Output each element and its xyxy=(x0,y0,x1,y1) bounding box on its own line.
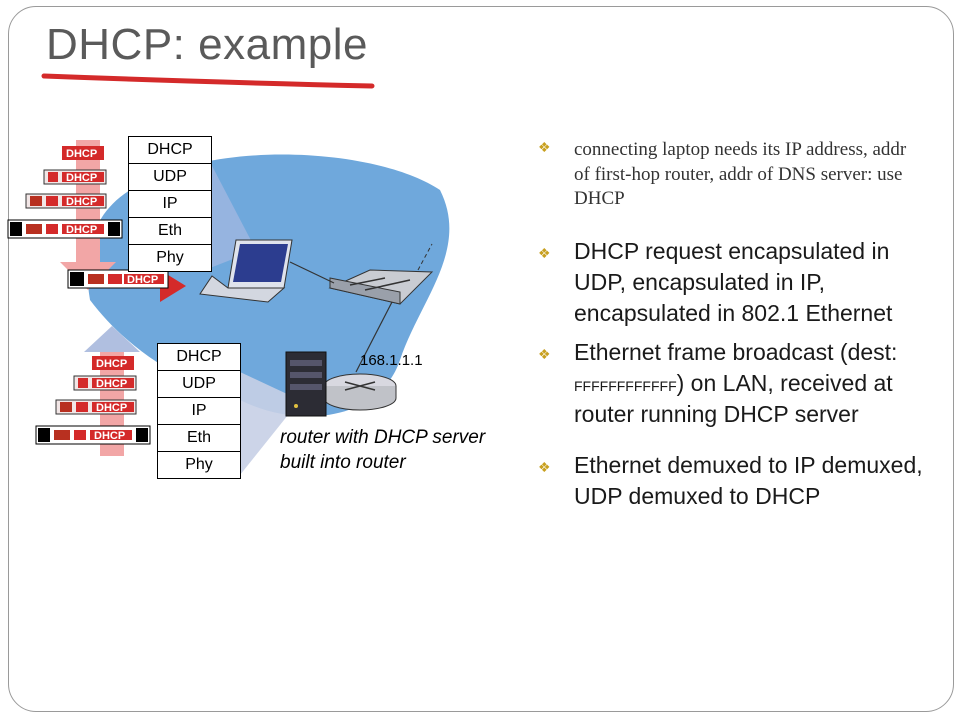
switch-uplink xyxy=(417,243,433,271)
client-frames: DHCP DHCP DHCP DHCP xyxy=(7,146,169,289)
frame-label: DHCP xyxy=(127,274,158,286)
stack-layer-udp: UDP xyxy=(129,164,211,191)
frame-label: DHCP xyxy=(66,172,97,184)
stack-layer-ip: IP xyxy=(158,398,240,425)
frame-label: DHCP xyxy=(66,224,97,236)
server-protocol-stack: DHCP UDP IP Eth Phy xyxy=(157,343,241,479)
laptop-switch-link xyxy=(289,261,335,284)
bullet-item: ❖ Ethernet frame broadcast (dest: FFFFFF… xyxy=(536,337,926,430)
frame-dhcp: DHCP xyxy=(62,146,104,160)
stack-layer-dhcp: DHCP xyxy=(129,137,211,164)
bullet-item: ❖ DHCP request encapsulated in UDP, enca… xyxy=(536,236,926,329)
client-protocol-stack: DHCP UDP IP Eth Phy xyxy=(128,136,212,272)
stack-layer-udp: UDP xyxy=(158,371,240,398)
bullet-text: Ethernet demuxed to IP demuxed, UDP demu… xyxy=(574,452,923,510)
frame-eth: DHCP xyxy=(7,219,123,239)
stack-layer-dhcp: DHCP xyxy=(158,344,240,371)
stack-layer-phy: Phy xyxy=(185,456,213,473)
frame-dhcp: DHCP xyxy=(92,356,134,370)
server-stack-funnel xyxy=(240,372,300,475)
frame-udp: DHCP xyxy=(43,169,107,185)
bullet-text: connecting laptop needs its IP address, … xyxy=(574,139,907,210)
stack-layer-phy: Phy xyxy=(156,249,184,266)
router-ip-label: 168.1.1.1 xyxy=(360,352,423,369)
frame-label: DHCP xyxy=(66,196,97,208)
frame-eth: DHCP xyxy=(35,425,151,445)
bullet-text-post: ) on LAN, received at router running DHC… xyxy=(574,370,893,428)
bullet-text: DHCP request encapsulated in UDP, encaps… xyxy=(574,238,893,327)
server-icon xyxy=(285,351,327,417)
frame-label: DHCP xyxy=(66,148,97,160)
stack-layer-eth: Eth xyxy=(129,218,211,245)
switch-router-link xyxy=(355,301,393,373)
bullet-item: ❖ connecting laptop needs its IP address… xyxy=(536,138,926,212)
up-arrow-head xyxy=(84,326,140,352)
frame-phy: DHCP xyxy=(67,269,169,289)
diamond-bullet-icon: ❖ xyxy=(538,245,551,262)
laptop-icon xyxy=(199,239,293,303)
diamond-bullet-icon: ❖ xyxy=(538,141,551,156)
bullet-list: ❖ connecting laptop needs its IP address… xyxy=(536,138,926,512)
stack-layer-ip: IP xyxy=(129,191,211,218)
frame-ip: DHCP xyxy=(25,193,107,209)
broadcast-mac-address: FFFFFFFFFFFF xyxy=(574,378,677,395)
frame-ip: DHCP xyxy=(55,399,137,415)
bullet-item: ❖ Ethernet demuxed to IP demuxed, UDP de… xyxy=(536,450,926,512)
title-underline xyxy=(41,73,375,89)
server-frames: DHCP DHCP DHCP DHCP xyxy=(35,356,151,445)
frame-label: DHCP xyxy=(96,402,127,414)
router-caption: router with DHCP server built into route… xyxy=(280,427,486,473)
slide-title: DHCP: example xyxy=(46,20,368,69)
frame-udp: DHCP xyxy=(73,375,137,391)
bullet-text-pre: Ethernet frame broadcast (dest: xyxy=(574,339,898,366)
diamond-bullet-icon: ❖ xyxy=(538,346,551,363)
diamond-bullet-icon: ❖ xyxy=(538,459,551,476)
stack-layer-eth: Eth xyxy=(158,425,240,452)
frame-label: DHCP xyxy=(94,430,125,442)
frame-label: DHCP xyxy=(96,378,127,390)
router-icon xyxy=(323,373,397,411)
frame-label: DHCP xyxy=(96,358,127,370)
